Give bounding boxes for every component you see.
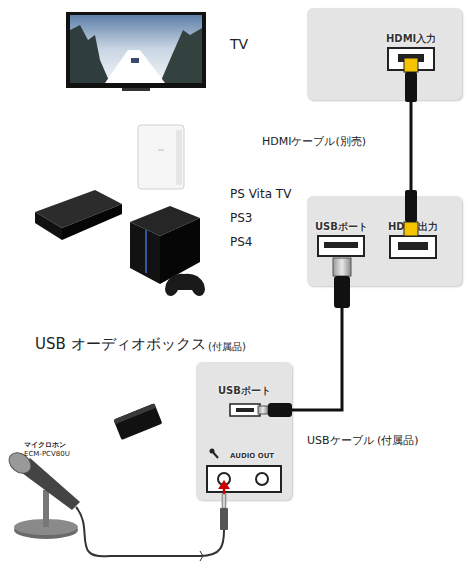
port-label: USBポート [315, 220, 368, 234]
device-label: PS3 [230, 211, 253, 225]
tv-stand [122, 88, 150, 91]
device-label: (付属品) [208, 340, 246, 354]
ps4-side [160, 218, 200, 284]
device-label: PS4 [230, 235, 253, 249]
vita-tv-side [176, 130, 182, 185]
device-label: TV [230, 36, 248, 52]
controller [165, 274, 205, 296]
connector-panel: USBポート HDMI出力 [307, 196, 462, 286]
device-label: USB オーディオボックス [35, 335, 206, 354]
tv-car [131, 58, 139, 63]
ps4-top [130, 206, 200, 236]
tv-screen [70, 15, 202, 83]
mic-cable [76, 507, 224, 556]
ps3-front [35, 212, 62, 240]
device-label: マイクロホン [24, 440, 66, 450]
cable-line [292, 286, 342, 410]
tv-trees [70, 25, 110, 83]
port-label: HDMI入力 [386, 32, 436, 46]
tv-trees [160, 28, 202, 83]
vita-tv-illustration [138, 125, 184, 189]
tv-illustration [66, 12, 206, 91]
ps3-illustration [35, 190, 122, 240]
cable-label: HDMIケーブル(別売) [262, 134, 366, 149]
ps4-illustration [130, 206, 205, 296]
connector-panel: HDMI入力 [307, 8, 462, 100]
vita-tv-logo [158, 150, 164, 151]
audio-box-top [113, 403, 156, 424]
cable-label: USBケーブル (付属品) [307, 433, 419, 448]
mic-body [18, 458, 80, 510]
connector-panel: USBポート AUDIO OUT [196, 362, 292, 500]
cable-break [200, 551, 203, 561]
mic-stand-base [14, 519, 78, 535]
tv-frame [66, 12, 206, 88]
device-label: PS Vita TV [230, 187, 291, 201]
ps4-light [145, 230, 147, 273]
port-label: USBポート [218, 384, 271, 398]
cable [411, 100, 412, 196]
ps4-front [130, 222, 160, 284]
audio-box-illustration [113, 403, 162, 440]
microphone-illustration [5, 448, 228, 561]
mic-stand-pole [43, 490, 49, 527]
vita-tv-body [138, 125, 184, 189]
port-label: AUDIO OUT [230, 452, 274, 460]
port-label: HDMI出力 [388, 220, 438, 234]
ps3-top [35, 190, 122, 228]
jack-plug-body [220, 508, 228, 530]
ps3-side [62, 204, 122, 240]
device-label: ECM-PCV80U [24, 450, 70, 458]
cable-line [410, 100, 413, 196]
cable [292, 286, 342, 410]
tv-road [105, 50, 165, 83]
mic-stand-base [14, 521, 78, 539]
audio-box-body [113, 403, 162, 440]
